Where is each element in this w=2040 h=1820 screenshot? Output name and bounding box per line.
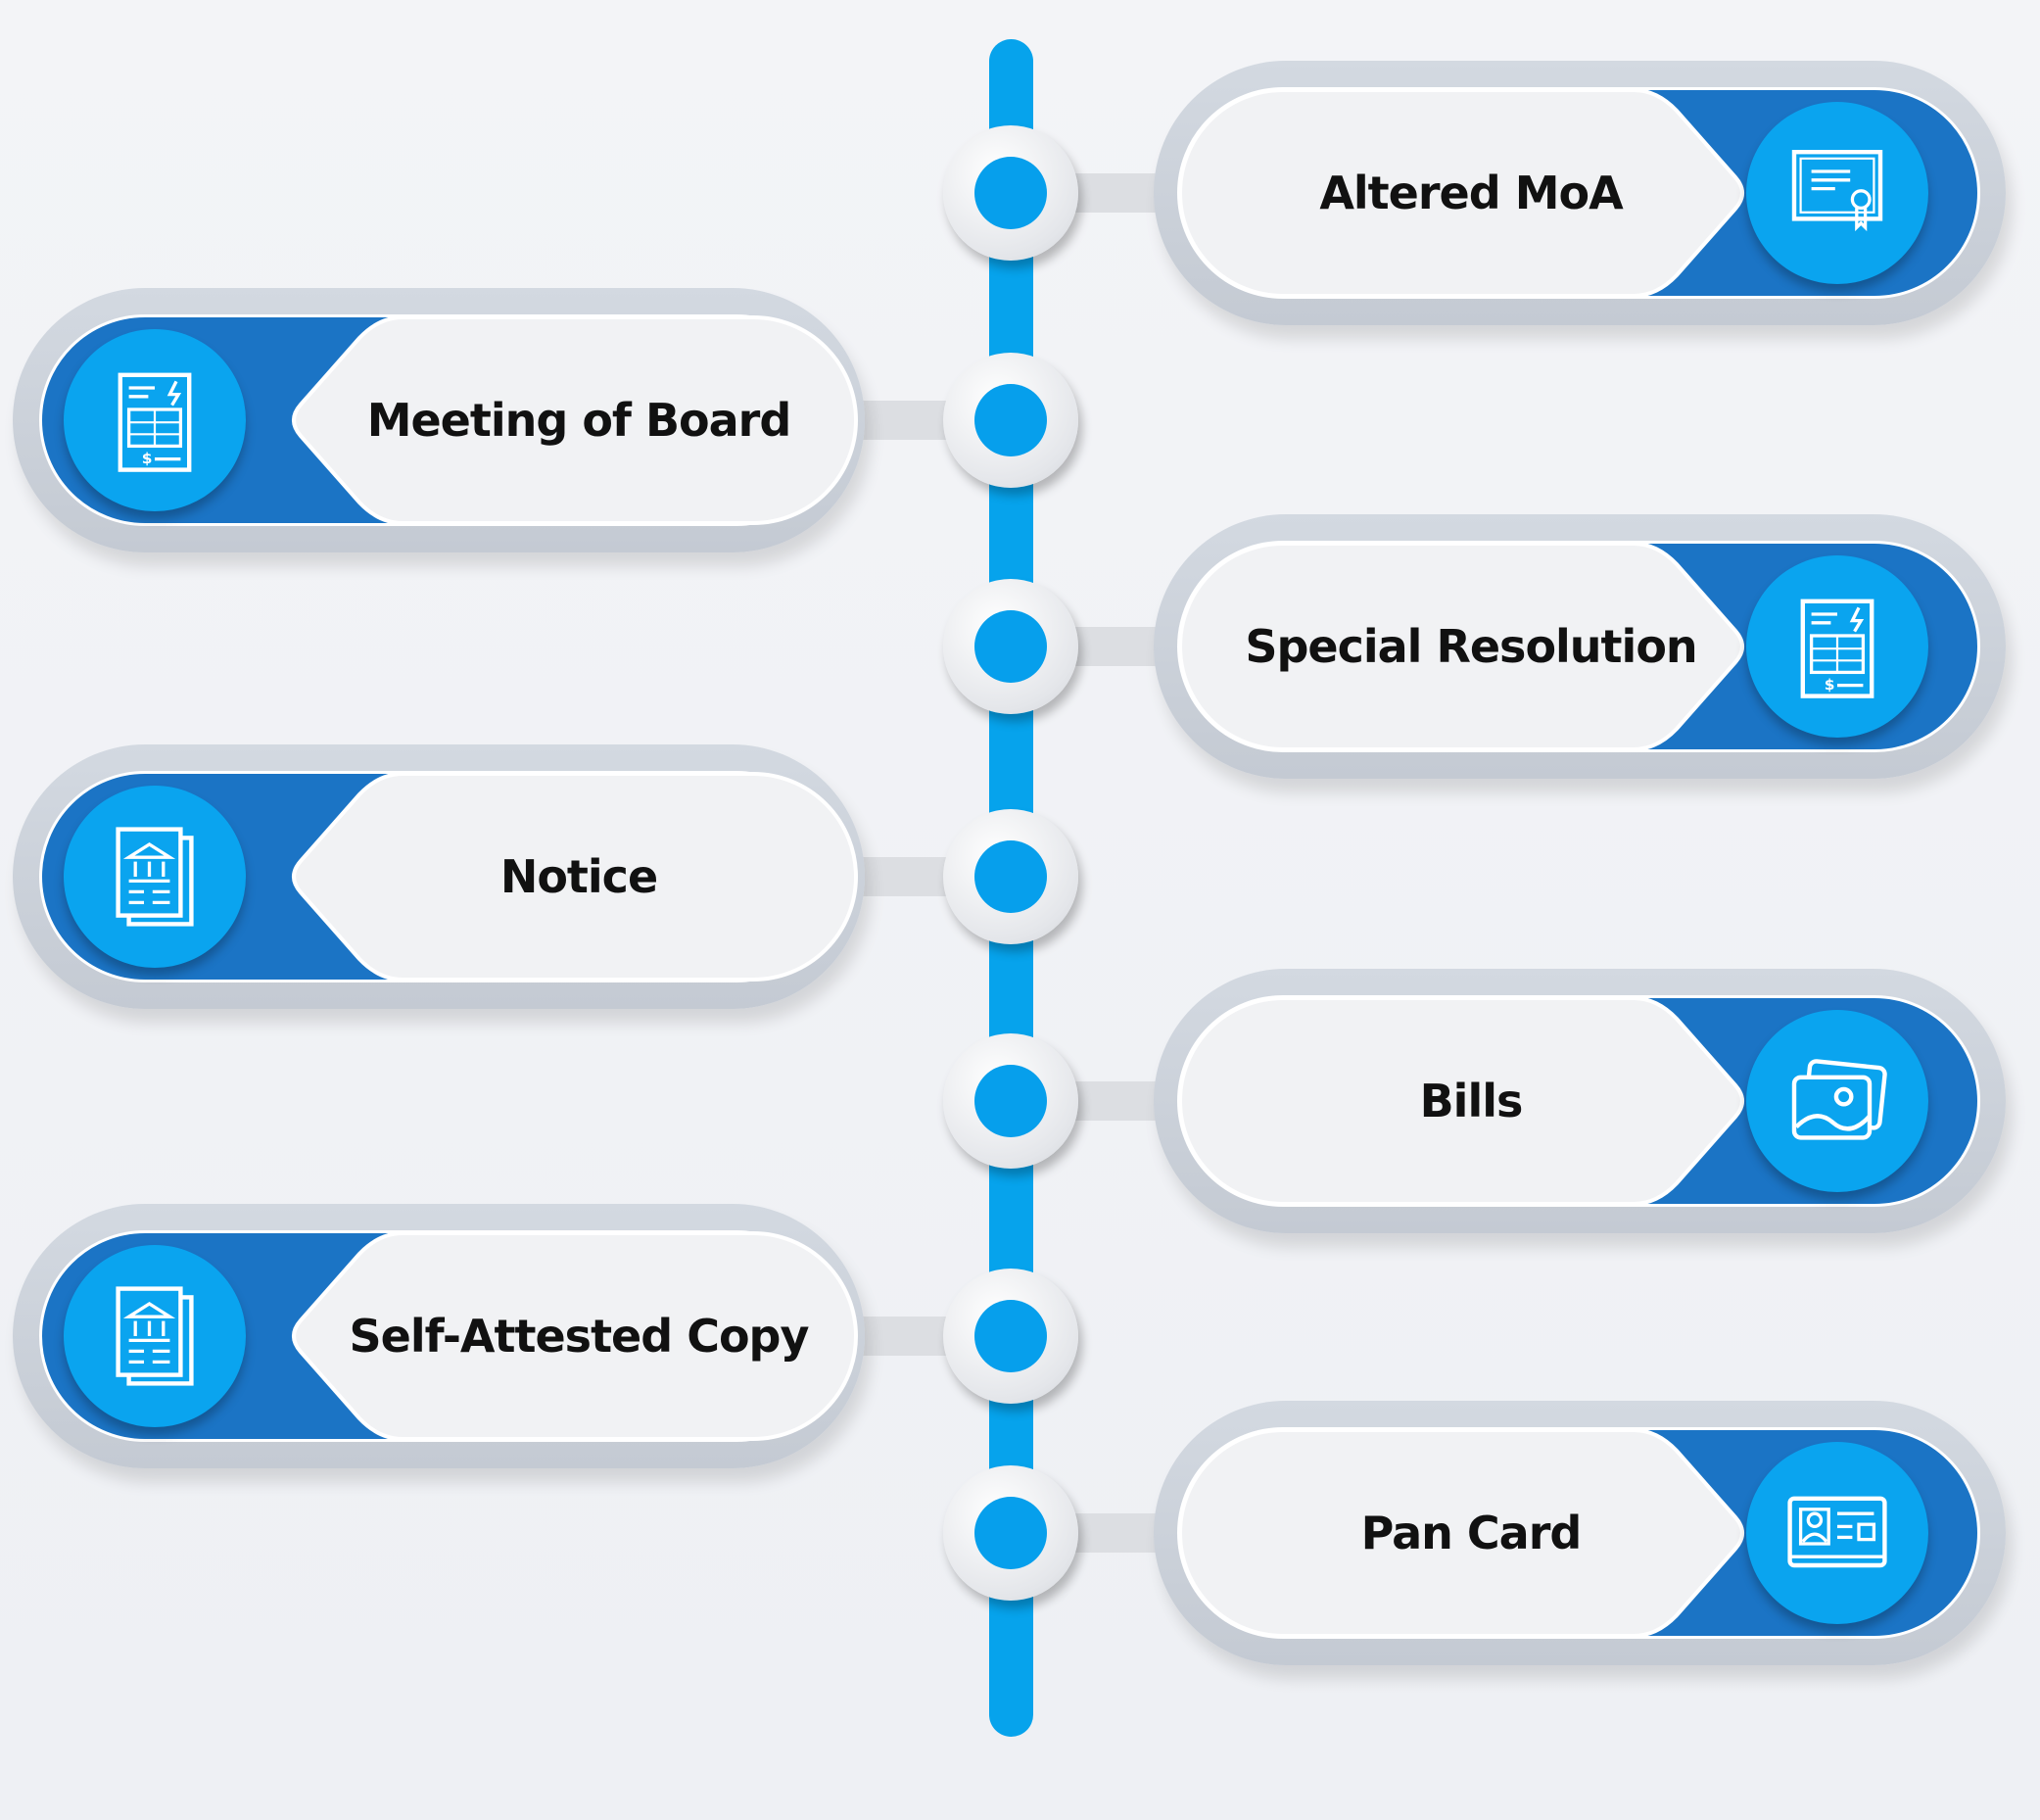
timeline-dot xyxy=(974,384,1047,456)
svg-text:$: $ xyxy=(1825,676,1835,694)
invoice-icon: $ xyxy=(1800,599,1874,698)
step-card: Altered MoA xyxy=(1154,61,2006,325)
invoice-icon: $ xyxy=(118,372,192,472)
step-label: Altered MoA xyxy=(1319,167,1623,219)
label-panel xyxy=(292,315,858,525)
step-card: Self-Attested Copy xyxy=(13,1204,865,1468)
step-label: Self-Attested Copy xyxy=(349,1310,810,1363)
step-card: Meeting of Board $ xyxy=(13,288,865,552)
step-card: Pan Card xyxy=(1154,1401,2006,1665)
certificate-icon xyxy=(1791,150,1883,232)
label-panel xyxy=(1178,542,1744,751)
icon-badge: $ xyxy=(1746,555,1928,738)
step-label: Bills xyxy=(1419,1075,1524,1127)
step-card: Special Resolution $ xyxy=(1154,514,2006,779)
timeline-dot xyxy=(974,157,1047,229)
timeline-node xyxy=(943,579,1078,714)
step-label: Special Resolution xyxy=(1245,620,1697,673)
step-label: Pan Card xyxy=(1360,1507,1583,1559)
icon-badge xyxy=(1746,1442,1928,1624)
timeline-dot xyxy=(974,840,1047,913)
id-card-icon xyxy=(1787,1496,1887,1568)
timeline-dot xyxy=(974,610,1047,683)
label-panel xyxy=(1178,1428,1744,1638)
step-label: Notice xyxy=(499,850,658,903)
timeline-dot xyxy=(974,1065,1047,1137)
step-card: Bills xyxy=(1154,969,2006,1233)
timeline-node xyxy=(943,1033,1078,1169)
icon-badge xyxy=(64,786,246,968)
timeline-node xyxy=(943,125,1078,261)
icon-badge xyxy=(64,1245,246,1427)
bank-document-icon xyxy=(116,827,194,927)
icon-badge xyxy=(1746,102,1928,284)
icon-badge: $ xyxy=(64,329,246,511)
timeline-node xyxy=(943,809,1078,944)
timeline-dot xyxy=(974,1497,1047,1569)
label-panel xyxy=(292,1231,858,1441)
label-panel xyxy=(1178,88,1744,298)
timeline-node xyxy=(943,1465,1078,1601)
image-icon xyxy=(1791,1059,1887,1140)
label-panel xyxy=(292,772,858,982)
step-label: Meeting of Board xyxy=(366,394,792,447)
bank-document-icon xyxy=(116,1286,194,1386)
icon-badge xyxy=(1746,1010,1928,1192)
timeline-node xyxy=(943,353,1078,488)
timeline-node xyxy=(943,1269,1078,1404)
step-card: Notice xyxy=(13,744,865,1009)
svg-text:$: $ xyxy=(142,450,153,467)
timeline-dot xyxy=(974,1300,1047,1372)
label-panel xyxy=(1178,996,1744,1206)
